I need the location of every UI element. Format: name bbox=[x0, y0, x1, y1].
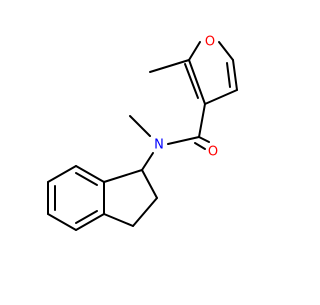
bond-n-methyl bbox=[129, 115, 151, 137]
bond-n-c1 bbox=[141, 152, 154, 171]
bond-c5-c4-inner bbox=[226, 62, 231, 88]
structure-canvas: O O N bbox=[47, 35, 238, 231]
bond-c1-c7a bbox=[103, 169, 143, 183]
bond-carbonyl-o-b bbox=[194, 142, 206, 150]
atom-oxygen-furan: O bbox=[205, 35, 215, 50]
bond-c3i-c3a bbox=[103, 213, 134, 227]
bond-carbonyl-o-a bbox=[198, 136, 210, 143]
bond-c1-c2i bbox=[141, 169, 158, 199]
bond-c5-c4b bbox=[47, 213, 77, 231]
atom-nitrogen-amide: N bbox=[154, 138, 164, 153]
bond-c2i-c3i bbox=[132, 197, 158, 227]
bond-c5-c4 bbox=[232, 59, 238, 91]
bond-c3-c2-inner bbox=[184, 63, 199, 99]
molecule-diagram: O O N bbox=[47, 35, 238, 231]
bond-c4b-c3a bbox=[75, 213, 105, 231]
bond-o1-c5 bbox=[218, 41, 234, 61]
bond-c4-c3 bbox=[204, 89, 238, 105]
atom-oxygen-carbonyl: O bbox=[208, 145, 218, 160]
bond-benz-inner-1 bbox=[75, 172, 98, 186]
bond-carbonyl-n bbox=[167, 136, 200, 145]
bond-c7a-c7 bbox=[75, 165, 105, 183]
bond-c7-c6 bbox=[47, 165, 77, 183]
bond-benz-inner-3 bbox=[75, 210, 98, 224]
bond-c3-carbonyl bbox=[198, 103, 206, 138]
bond-o1-c2 bbox=[188, 41, 201, 61]
bond-c2-methyl bbox=[149, 59, 190, 73]
bonds bbox=[47, 41, 238, 231]
bond-c3-c2 bbox=[188, 59, 206, 105]
